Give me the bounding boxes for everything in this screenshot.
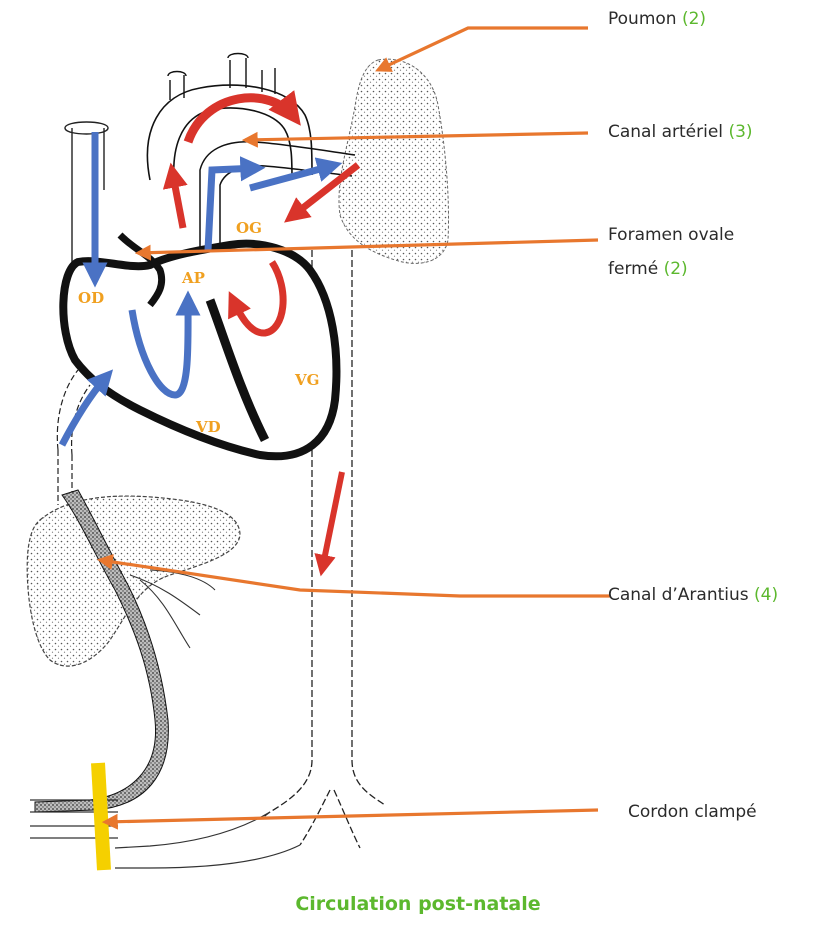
arch-branches [168,54,275,101]
callout-canal-arteriel-text: Canal artériel [608,122,723,142]
callout-cordon: Cordon clampé [628,795,757,829]
callout-poumon: Poumon (2) [608,2,706,36]
callout-poumon-number: (2) [682,9,706,29]
callout-foramen-line1: Foramen ovale [608,218,734,252]
liver [27,496,240,666]
cord-clamp [98,763,104,870]
label-vd: VD [195,418,221,436]
figure-caption: Circulation post-natale [0,893,836,915]
pointer-cordon [105,810,598,822]
callout-foramen-text: fermé [608,259,658,279]
label-ap: AP [181,269,205,287]
callout-foramen-ovale: Foramen ovale fermé (2) [608,218,734,286]
callout-arantius: Canal d’Arantius (4) [608,578,778,612]
label-vg: VG [294,371,319,389]
callout-foramen-number: (2) [664,259,688,279]
red-arrow-aorta-up [172,170,183,228]
callout-canal-arteriel-number: (3) [728,122,752,142]
callout-arantius-number: (4) [754,585,778,605]
label-od: OD [78,289,104,307]
label-og: OG [236,219,262,237]
callout-poumon-text: Poumon [608,9,677,29]
callout-canal-arteriel: Canal artériel (3) [608,115,753,149]
lung [339,59,449,263]
red-arrow-descending [322,472,342,570]
callout-arantius-text: Canal d’Arantius [608,585,749,605]
callout-cordon-text: Cordon clampé [628,802,757,822]
pointer-poumon [378,28,588,70]
superior-vena-cava [65,122,108,262]
callout-foramen-line2: fermé (2) [608,252,734,286]
blue-arrow-pulmonary [208,168,258,250]
red-arrow-arch [188,98,295,142]
